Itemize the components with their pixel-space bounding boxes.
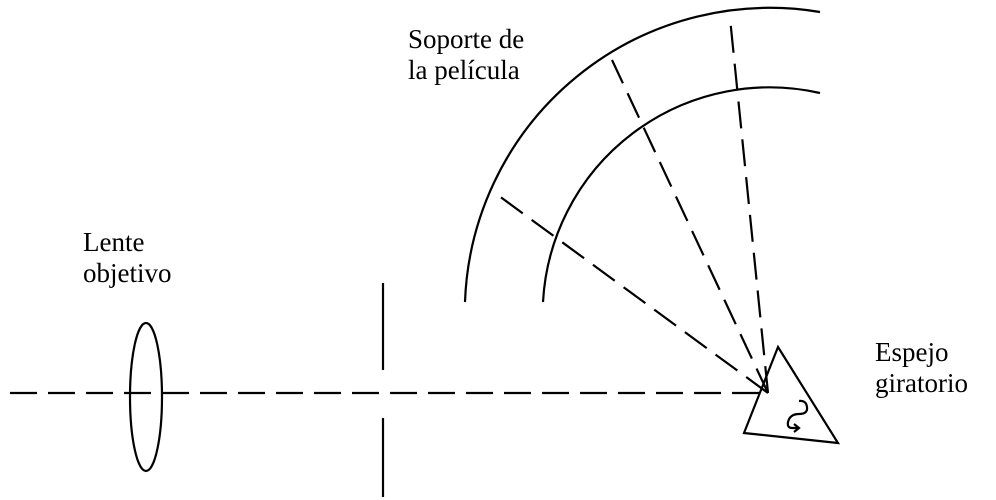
objective-lens-label-line1: Lente xyxy=(83,227,145,257)
film-holder-label-line2: la película xyxy=(408,55,520,85)
film-holder-label-line1: Soporte de xyxy=(408,24,525,54)
rotating-mirror-label-line2: giratorio xyxy=(875,368,968,398)
film-holder-inner-arc xyxy=(541,86,821,303)
film-holder-outer-arc xyxy=(463,6,821,303)
film-holder-label: Soporte de la película xyxy=(408,24,524,86)
objective-lens-label: Lente objetivo xyxy=(83,227,172,289)
ray-2 xyxy=(611,59,769,394)
rotation-arrow-icon xyxy=(786,399,809,433)
objective-lens-label-line2: objetivo xyxy=(83,258,172,288)
ray-1 xyxy=(494,192,769,394)
rotating-mirror-label-line1: Espejo xyxy=(875,337,949,367)
objective-lens xyxy=(128,321,164,473)
rotating-mirror xyxy=(742,344,841,445)
ray-3 xyxy=(728,17,770,394)
rotating-mirror-label: Espejo giratorio xyxy=(875,337,968,399)
